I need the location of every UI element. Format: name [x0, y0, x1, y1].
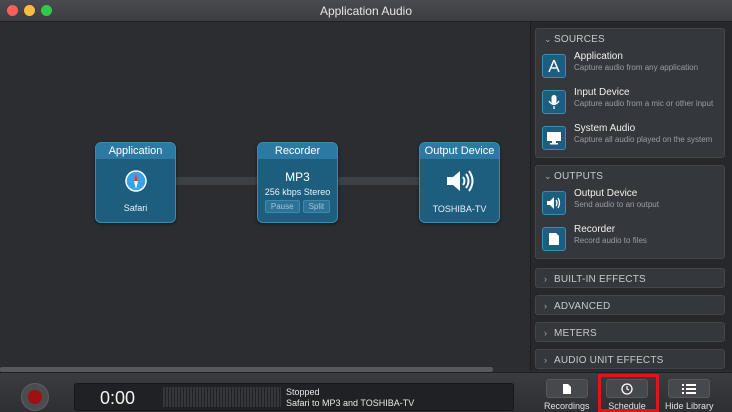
- window-controls: [7, 5, 52, 16]
- microphone-icon: [542, 90, 566, 114]
- safari-icon: [124, 169, 147, 197]
- level-meter: [163, 387, 281, 407]
- chevron-down-icon: ⌄: [544, 171, 552, 181]
- file-icon: [545, 379, 588, 398]
- route-text: Safari to MP3 and TOSHIBA-TV: [286, 398, 415, 408]
- application-node[interactable]: Application Safari: [95, 142, 176, 223]
- recorder-quality: 256 kbps Stereo: [264, 186, 331, 197]
- connector-app-recorder: [176, 177, 258, 185]
- item-description: Capture audio from any application: [574, 63, 699, 72]
- split-button[interactable]: Split: [302, 199, 331, 213]
- item-title: Application: [574, 51, 623, 62]
- recorder-node[interactable]: Recorder MP3 256 kbps Stereo Pause Split: [257, 142, 338, 223]
- schedule-button[interactable]: Schedule: [606, 379, 648, 411]
- node-label: TOSHIBA-TV: [432, 203, 487, 214]
- node-header: Application: [96, 143, 175, 159]
- panel-title: AUDIO UNIT EFFECTS: [554, 355, 664, 366]
- window-title: Application Audio: [319, 3, 413, 18]
- title-bar: Application Audio: [0, 0, 732, 22]
- recordings-button[interactable]: Recordings: [544, 379, 590, 411]
- outputs-header[interactable]: ⌄OUTPUTS: [536, 166, 724, 186]
- elapsed-time: 0:00: [100, 388, 136, 408]
- record-icon: [28, 390, 42, 404]
- record-button[interactable]: [21, 383, 49, 411]
- built-in-effects-panel[interactable]: › BUILT-IN EFFECTS: [535, 268, 725, 288]
- status-display: 0:00 Stopped Safari to MP3 and TOSHIBA-T…: [74, 383, 514, 411]
- hide-library-button[interactable]: Hide Library: [665, 379, 714, 411]
- minimize-window-button[interactable]: [24, 5, 35, 16]
- node-label: Safari: [123, 202, 148, 213]
- speaker-icon: [542, 191, 566, 215]
- item-description: Send audio to an output: [574, 200, 659, 209]
- recorder-format: MP3: [285, 169, 310, 184]
- node-header: Recorder: [258, 143, 337, 159]
- source-item-application[interactable]: Application Capture audio from any appli…: [536, 49, 724, 85]
- output-device-node[interactable]: Output Device TOSHIBA-TV: [419, 142, 500, 223]
- item-title: System Audio: [574, 123, 636, 134]
- source-item-input-device[interactable]: Input Device Capture audio from a mic or…: [536, 85, 724, 121]
- item-description: Record audio to files: [574, 236, 647, 245]
- output-item-recorder[interactable]: Recorder Record audio to files: [536, 222, 724, 258]
- audio-graph-canvas[interactable]: Application Safari Recorder MP3 256 kbps…: [0, 22, 530, 366]
- item-title: Input Device: [574, 87, 630, 98]
- panel-title: ADVANCED: [554, 301, 611, 312]
- advanced-panel[interactable]: › ADVANCED: [535, 295, 725, 315]
- clock-icon: [606, 379, 648, 398]
- chevron-down-icon: ⌄: [544, 34, 552, 44]
- connector-recorder-output: [338, 177, 420, 185]
- status-text: Stopped: [286, 387, 320, 397]
- sources-header[interactable]: ⌄SOURCES: [536, 29, 724, 49]
- output-item-output-device[interactable]: Output Device Send audio to an output: [536, 186, 724, 222]
- schedule-highlight-annotation: [598, 374, 659, 412]
- recordings-label: Recordings: [544, 401, 590, 411]
- zoom-window-button[interactable]: [41, 5, 52, 16]
- list-icon: [668, 379, 711, 398]
- audio-unit-effects-panel[interactable]: › AUDIO UNIT EFFECTS: [535, 349, 725, 369]
- bottom-toolbar: 0:00 Stopped Safari to MP3 and TOSHIBA-T…: [0, 372, 732, 412]
- monitor-icon: [542, 126, 566, 150]
- panel-title: BUILT-IN EFFECTS: [554, 274, 646, 285]
- item-title: Recorder: [574, 224, 616, 235]
- node-header: Output Device: [420, 143, 499, 159]
- item-description: Capture all audio played on the system: [574, 135, 713, 144]
- pause-button[interactable]: Pause: [264, 199, 300, 213]
- item-description: Capture audio from a mic or other input: [574, 99, 714, 108]
- close-window-button[interactable]: [7, 5, 18, 16]
- chevron-right-icon: ›: [544, 301, 548, 311]
- hide-library-label: Hide Library: [665, 401, 714, 411]
- sources-panel: ⌄SOURCES Application Capture audio from …: [535, 28, 725, 158]
- chevron-right-icon: ›: [544, 328, 548, 338]
- speaker-icon: [445, 169, 475, 198]
- library-sidebar: ⌄SOURCES Application Capture audio from …: [530, 22, 732, 370]
- chevron-right-icon: ›: [544, 274, 548, 284]
- chevron-right-icon: ›: [544, 355, 548, 365]
- source-item-system-audio[interactable]: System Audio Capture all audio played on…: [536, 121, 724, 157]
- document-icon: [542, 227, 566, 251]
- outputs-panel: ⌄OUTPUTS Output Device Send audio to an …: [535, 165, 725, 259]
- item-title: Output Device: [574, 188, 638, 199]
- meters-panel[interactable]: › METERS: [535, 322, 725, 342]
- horizontal-scrollbar[interactable]: [0, 367, 493, 372]
- app-store-icon: [542, 54, 566, 78]
- schedule-label: Schedule: [608, 401, 646, 411]
- panel-title: METERS: [554, 328, 597, 339]
